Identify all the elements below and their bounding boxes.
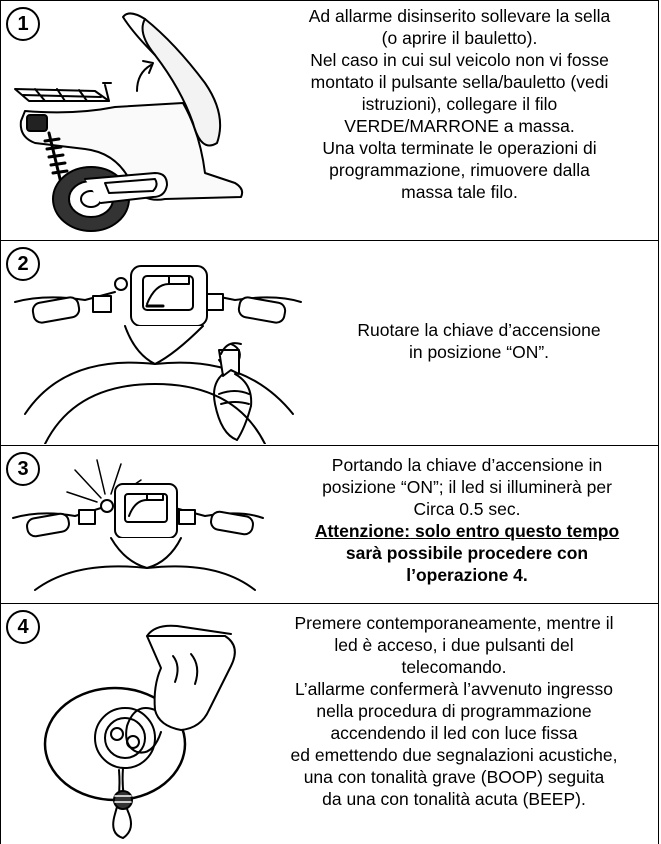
step-number: 2: [17, 252, 29, 275]
step-3-line: Circa 0.5 sec.: [413, 499, 521, 519]
step-4-line: Premere contemporaneamente, mentre il: [294, 613, 614, 633]
step-3-warning-line: l’operazione 4.: [406, 565, 528, 585]
step-number-badge: 1: [6, 7, 40, 41]
step-4-line: da una con tonalità acuta (BEEP).: [322, 789, 586, 809]
step-4-instructions: Premere contemporaneamente, mentre il le…: [251, 612, 657, 810]
step-4: 4 Premere contemporan: [0, 603, 659, 844]
step-4-line: L’allarme confermerà l’avvenuto ingresso: [294, 679, 614, 699]
warning-text: solo entro questo tempo: [410, 521, 620, 541]
step-4-line: telecomando.: [401, 657, 507, 677]
step-1-line: programmazione, rimuovere dalla: [329, 160, 590, 180]
step-3-line: Portando la chiave d’accensione in: [331, 455, 603, 475]
step-4-line: una con tonalità grave (BOOP) seguita: [303, 767, 605, 787]
dashboard-led-flash-illustration: [12, 459, 264, 591]
step-1-line: massa tale filo.: [401, 182, 518, 202]
step-2: 2: [0, 240, 659, 446]
step-1-line: Ad allarme disinserito sollevare la sell…: [308, 6, 611, 26]
step-3-line: posizione “ON”; il led si illuminerà per: [322, 477, 612, 497]
step-1-line: istruzioni), collegare il filo: [361, 94, 558, 114]
step-number-badge: 2: [6, 247, 40, 281]
step-1: 1: [0, 0, 659, 241]
scooter-seat-lift-illustration: [14, 12, 244, 232]
step-1-line: Una volta terminate le operazioni di: [322, 138, 597, 158]
step-1-line: VERDE/MARRONE a massa.: [344, 116, 575, 136]
step-3-instructions: Portando la chiave d’accensione in posiz…: [279, 454, 655, 586]
step-3-warning: Attenzione: solo entro questo tempo: [279, 520, 655, 542]
step-4-line: led è acceso, i due pulsanti del: [334, 635, 574, 655]
remote-control-press-illustration: [43, 624, 236, 839]
step-1-line: Nel caso in cui sul veicolo non vi fosse: [310, 50, 609, 70]
step-1-line: (o aprire il bauletto).: [381, 28, 538, 48]
step-1-line: montato il pulsante sella/bauletto (vedi: [310, 72, 609, 92]
step-number: 1: [17, 12, 29, 35]
warning-label: Attenzione:: [314, 521, 411, 541]
ignition-key-illustration: [14, 265, 302, 444]
step-number: 4: [17, 615, 29, 638]
step-4-line: ed emettendo due segnalazioni acustiche,: [290, 745, 618, 765]
step-number-badge: 4: [6, 610, 40, 644]
step-3: 3 Portando l: [0, 445, 659, 604]
step-1-instructions: Ad allarme disinserito sollevare la sell…: [263, 5, 656, 203]
step-2-line: in posizione “ON”.: [408, 342, 550, 362]
step-number-badge: 3: [6, 452, 40, 486]
step-2-line: Ruotare la chiave d’accensione: [357, 320, 601, 340]
step-number: 3: [17, 457, 29, 480]
step-4-line: nella procedura di programmazione: [316, 701, 592, 721]
step-2-instructions: Ruotare la chiave d’accensione in posizi…: [301, 319, 657, 363]
step-4-line: accendendo il led con luce fissa: [330, 723, 578, 743]
step-3-warning-line: sarà possibile procedere con: [345, 543, 589, 563]
